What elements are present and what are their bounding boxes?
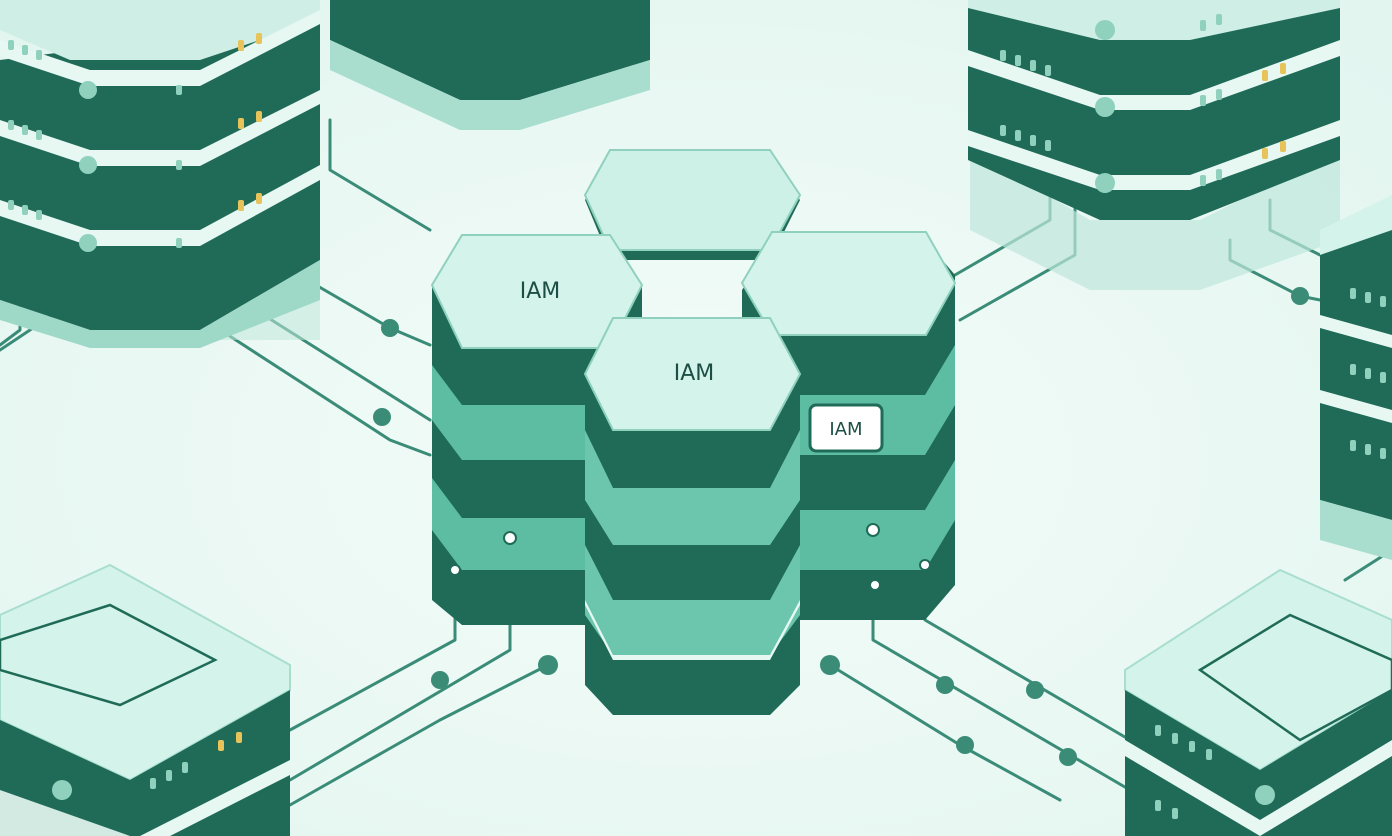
iam-label-left: IAM xyxy=(520,279,561,304)
hex-column-front: IAM xyxy=(583,317,802,715)
contact-points xyxy=(449,523,931,591)
server-bottom-right xyxy=(1124,568,1392,836)
iam-tag: IAM xyxy=(808,403,884,453)
server-stack-top-right xyxy=(968,0,1340,290)
server-top-center xyxy=(330,0,650,130)
iam-tag-label: IAM xyxy=(829,419,862,440)
server-right-edge xyxy=(1320,195,1392,560)
server-stack-top-left xyxy=(0,0,320,348)
server-bottom-left xyxy=(0,563,291,836)
iam-label-front: IAM xyxy=(674,361,715,386)
